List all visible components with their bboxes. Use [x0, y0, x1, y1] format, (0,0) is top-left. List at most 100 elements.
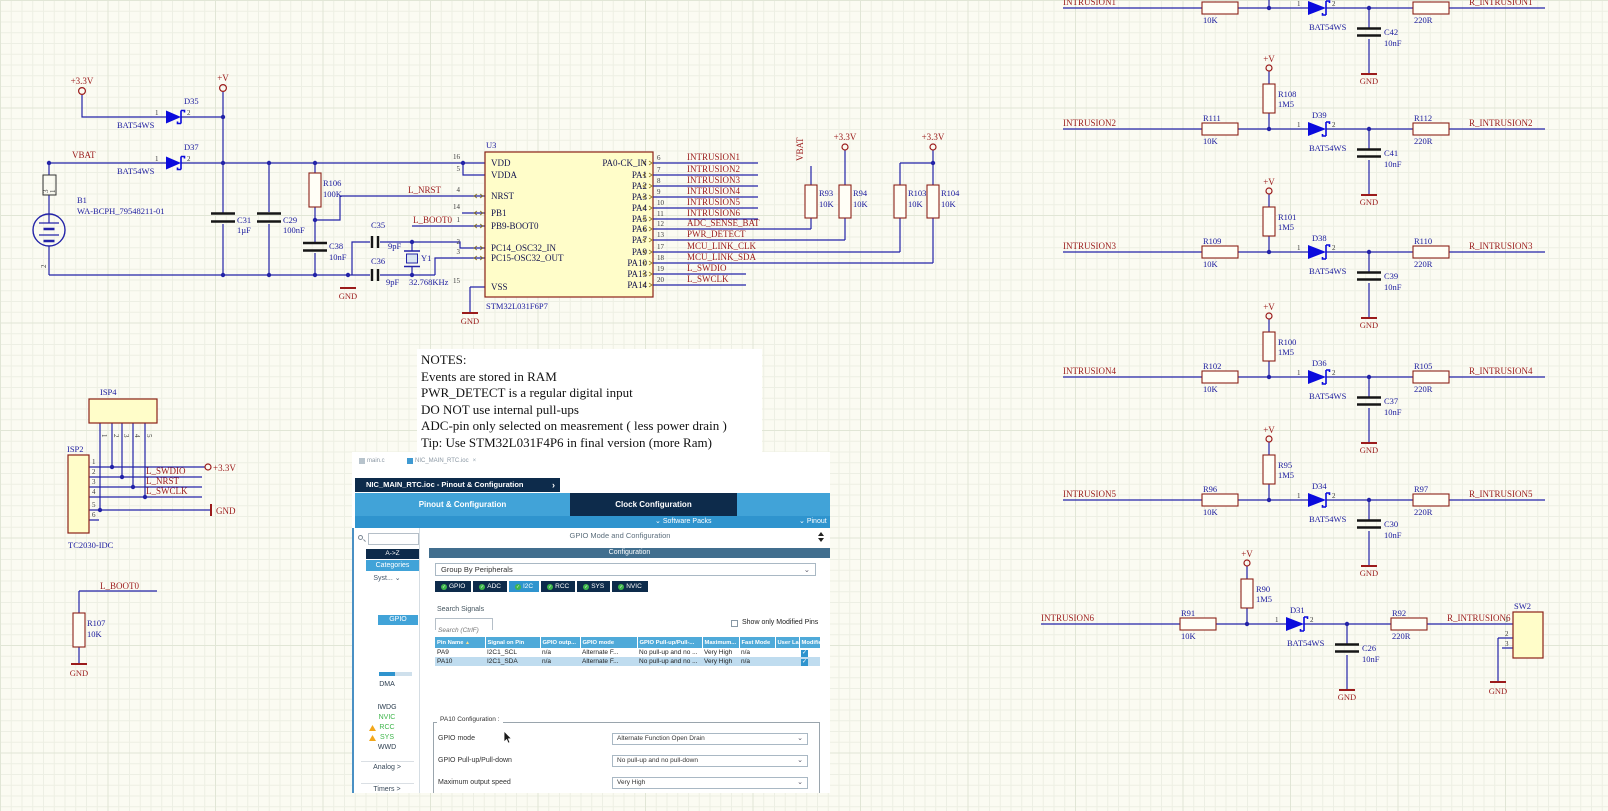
section-system[interactable]: Syst... ⌄: [373, 575, 401, 582]
col-user-label[interactable]: User La...: [775, 637, 800, 648]
speed-select[interactable]: Very High ⌄: [612, 777, 808, 789]
col-signal[interactable]: Signal on Pin: [485, 637, 541, 648]
resistor-R106[interactable]: R106 100K: [308, 172, 343, 208]
capacitor-C31[interactable]: C31 1µF: [211, 212, 251, 236]
tab-pinout-configuration[interactable]: Pinout & Configuration: [355, 493, 570, 516]
net-label: L_BOOT0: [413, 215, 452, 225]
designator: R94: [853, 188, 868, 198]
gpio-mode-label: GPIO mode: [438, 735, 475, 742]
sidebar-item-sys[interactable]: SYS: [379, 734, 394, 741]
sidebar-item-gpio[interactable]: GPIO: [378, 615, 418, 625]
close-icon[interactable]: ×: [472, 457, 477, 464]
tab-clock-configuration[interactable]: Clock Configuration: [570, 493, 737, 516]
section-analog[interactable]: Analog >: [373, 764, 401, 771]
peripheral-tab-rcc[interactable]: ✓RCC: [541, 581, 576, 592]
col-pullup[interactable]: GPIO Pull-up/Pull-...: [637, 637, 703, 648]
component-text: 10nF: [1384, 530, 1402, 540]
net-label: INTRUSION4: [687, 186, 740, 196]
az-sort-button[interactable]: A->Z: [366, 549, 419, 559]
sidebar-search-input[interactable]: [368, 533, 419, 545]
connector-SW2[interactable]: SW2 1 2 3 GND: [1489, 601, 1544, 696]
resistor-R107[interactable]: R107 10K L_BOOT0: [72, 581, 139, 648]
sidebar-item-nvic[interactable]: NVIC: [378, 714, 396, 721]
gpio-mode-select[interactable]: Alternate Function Open Drain ⌄: [612, 733, 808, 745]
connector-ISP4[interactable]: ISP4 1 2 3 4 5: [88, 387, 158, 438]
file-tab-main-c[interactable]: main.c: [356, 454, 388, 467]
notes-block: NOTES: Events are stored in RAM PWR_DETE…: [417, 349, 762, 452]
peripheral-tab-adc[interactable]: ✓ADC: [473, 581, 507, 592]
col-pin-name[interactable]: Pin Name ▲: [435, 637, 486, 648]
gnd-label: GND: [461, 316, 479, 326]
connector-ISP2[interactable]: ISP2 TC2030-IDC 1 2 3 4 5 6 L_SWDIO L_NR…: [67, 444, 188, 550]
peripheral-tab-gpio[interactable]: ✓GPIO: [435, 581, 472, 592]
cell-modified[interactable]: ✓: [799, 648, 820, 657]
pin-number: 4: [133, 434, 141, 438]
peripheral-tab-sys[interactable]: ✓SYS: [577, 581, 611, 592]
cell-modified[interactable]: ✓: [799, 657, 820, 666]
resistor-R103[interactable]: R103 10K: [893, 184, 926, 219]
pin-name: VSS: [491, 282, 508, 292]
col-maximum[interactable]: Maximum...: [702, 637, 740, 648]
diode: [1308, 245, 1326, 259]
scroll-up-icon[interactable]: [818, 532, 824, 536]
gnd-label: GND: [1489, 686, 1507, 696]
capacitor-C38[interactable]: C38 10nF: [303, 241, 347, 262]
sidebar-item-dma[interactable]: DMA: [379, 681, 395, 688]
component-text: 1M5: [1278, 99, 1294, 109]
col-fast-mode[interactable]: Fast Mode: [739, 637, 776, 648]
diode: [1286, 617, 1304, 631]
sidebar-item-iwdg[interactable]: IWDG: [377, 704, 397, 711]
pin-row-pa10[interactable]: PA10 I2C1_SDA n/a Alternate F... No pull…: [435, 657, 820, 666]
capacitor-C35[interactable]: C35 9pF: [370, 220, 402, 251]
peripheral-tab-nvic[interactable]: ✓NVIC: [612, 581, 648, 592]
designator: R106: [323, 178, 341, 188]
col-modified[interactable]: Modified: [799, 637, 821, 648]
crystal-Y1[interactable]: Y1 32.768KHz: [404, 250, 449, 287]
search-icon: [358, 535, 363, 540]
configuration-header: Configuration: [429, 548, 830, 558]
component-text: R90: [1256, 584, 1270, 594]
component-text: GND: [1360, 197, 1378, 207]
section-timers[interactable]: Timers >: [373, 786, 401, 793]
diode-D35[interactable]: D35 1 2 BAT54WS: [117, 96, 199, 130]
series-resistor: [1201, 245, 1239, 259]
pin-name: PA7: [632, 235, 648, 245]
ok-icon: ✓: [618, 583, 625, 590]
resistor-R104[interactable]: R104 10K: [926, 184, 960, 219]
mcu-U3[interactable]: U3 STM32L031F6P7: [484, 140, 654, 311]
series-resistor: [1201, 122, 1239, 136]
component-text: C39: [1384, 271, 1398, 281]
sidebar-item-wwdg[interactable]: WWD: [377, 744, 397, 751]
software-packs-dropdown[interactable]: ⌄ Software Packs: [655, 518, 712, 525]
resistor-R94[interactable]: R94 10K: [838, 184, 869, 219]
capacitor-C36[interactable]: C36 9pF: [370, 256, 400, 287]
signal-search-input[interactable]: [436, 625, 492, 636]
file-tab-ioc[interactable]: NIC_MAIN_RTC.ioc ×: [404, 454, 479, 467]
col-gpio-mode[interactable]: GPIO mode: [580, 637, 638, 648]
power-ports[interactable]: +3.3V +V +3.3V +3.3V +3.3V GND GND GND G…: [70, 73, 945, 678]
sidebar-item-rcc[interactable]: RCC: [379, 724, 395, 731]
divider: [361, 761, 414, 762]
show-modified-checkbox[interactable]: [731, 620, 738, 627]
pinout-dropdown[interactable]: ⌄ Pinout: [799, 518, 827, 525]
col-gpio-output[interactable]: GPIO outp...: [540, 637, 581, 648]
diode-D37[interactable]: D37 1 2 BAT54WS VBAT: [72, 142, 199, 176]
scroll-down-icon[interactable]: [818, 538, 824, 542]
peripheral-tab-i2c[interactable]: ✓I2C: [509, 581, 540, 592]
pin-row-pa9[interactable]: PA9 I2C1_SCL n/a Alternate F... No pull-…: [435, 648, 820, 657]
battery-B1[interactable]: 3 1 2 B1 WA-BCPH_79548211-01: [32, 174, 165, 268]
component-text: BAT54WS: [1287, 638, 1325, 648]
output-resistor: [1412, 1, 1450, 15]
categories-button[interactable]: Categories: [366, 560, 419, 571]
pullup-select[interactable]: No pull-up and no pull-down ⌄: [612, 755, 808, 767]
resistor-R93[interactable]: R93 10K: [804, 184, 835, 219]
capacitor-C29[interactable]: C29 100nF: [257, 212, 305, 236]
group-by-select[interactable]: Group By Peripherals ⌄: [435, 563, 816, 576]
